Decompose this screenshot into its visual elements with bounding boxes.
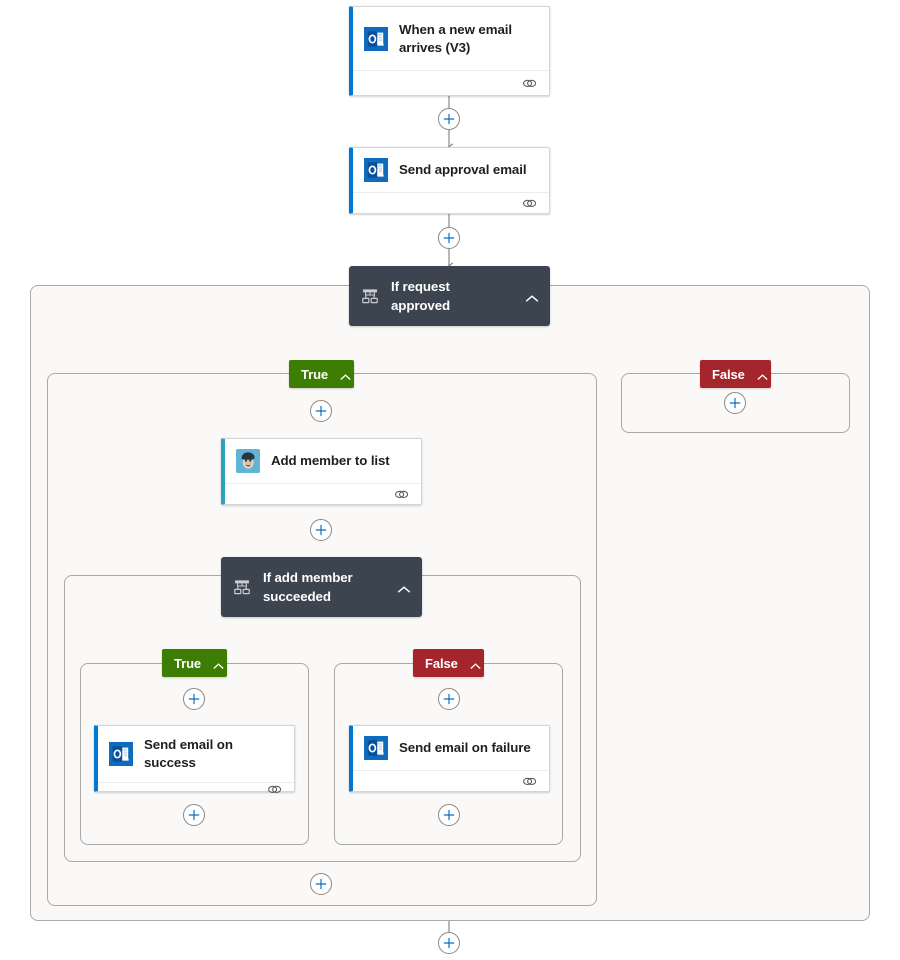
branch-badge-true-outer[interactable]: True <box>289 360 354 388</box>
link-icon[interactable] <box>522 197 537 210</box>
card-body: Add member to list <box>225 439 421 483</box>
add-step-button-branch-false-outer[interactable] <box>724 392 746 414</box>
outlook-icon <box>109 742 133 766</box>
outlook-icon <box>364 26 388 51</box>
outlook-icon <box>364 158 388 182</box>
card-send-email-on-success[interactable]: Send email on success <box>94 725 295 794</box>
card-add-member-to-list[interactable]: Add member to list <box>221 438 422 505</box>
add-step-button-branch-true-inner[interactable] <box>183 688 205 710</box>
add-step-button-after-add-member[interactable] <box>310 519 332 541</box>
chevron-up-icon[interactable] <box>756 369 769 380</box>
add-step-button-after-send-approval[interactable] <box>438 227 460 249</box>
branch-badge-false-inner[interactable]: False <box>413 649 484 677</box>
card-body: Send email on failure <box>353 726 549 770</box>
card-body: When a new email arrives (V3) <box>353 7 549 70</box>
card-send-email-on-failure[interactable]: Send email on failure <box>349 725 550 792</box>
card-title: Send email on success <box>144 737 233 770</box>
link-icon[interactable] <box>522 77 537 90</box>
card-title: Add member to list <box>271 453 390 468</box>
add-step-button-end-of-flow[interactable] <box>438 932 460 954</box>
outlook-icon <box>364 736 388 760</box>
branch-badge-false-outer[interactable]: False <box>700 360 771 388</box>
card-send-approval-email[interactable]: Send approval email <box>349 147 550 214</box>
add-step-button-end-branch-true-outer[interactable] <box>310 873 332 895</box>
condition-if-request-approved[interactable]: If request approved <box>349 266 550 326</box>
card-body: Send approval email <box>353 148 549 192</box>
condition-icon <box>361 287 379 305</box>
chevron-up-icon[interactable] <box>524 291 540 302</box>
add-step-button-after-send-success[interactable] <box>183 804 205 826</box>
card-title: Send email on failure <box>399 740 531 755</box>
branch-badge-true-inner[interactable]: True <box>162 649 227 677</box>
add-step-button-branch-true-outer[interactable] <box>310 400 332 422</box>
card-when-a-new-email-arrives[interactable]: When a new email arrives (V3) <box>349 6 550 96</box>
card-footer <box>353 770 549 791</box>
condition-title: If add member succeeded <box>263 570 353 604</box>
link-icon[interactable] <box>522 775 537 788</box>
card-footer <box>225 483 421 504</box>
link-icon[interactable] <box>394 488 409 501</box>
chevron-up-icon[interactable] <box>339 369 352 380</box>
branch-label: True <box>301 366 329 382</box>
mailchimp-icon <box>236 449 260 473</box>
add-step-button-branch-false-inner[interactable] <box>438 688 460 710</box>
branch-label: False <box>712 366 745 382</box>
card-title: Send approval email <box>399 162 527 177</box>
add-step-button-after-trigger[interactable] <box>438 108 460 130</box>
condition-icon <box>233 578 251 596</box>
chevron-up-icon[interactable] <box>469 658 482 669</box>
chevron-up-icon[interactable] <box>396 582 412 593</box>
card-footer <box>353 192 549 213</box>
condition-if-add-member-succeeded[interactable]: If add member succeeded <box>221 557 422 617</box>
add-step-button-after-send-failure[interactable] <box>438 804 460 826</box>
chevron-up-icon[interactable] <box>212 658 225 669</box>
branch-label: True <box>174 655 202 671</box>
card-title: When a new email arrives (V3) <box>399 21 512 55</box>
card-footer <box>98 782 294 796</box>
card-body: Send email on success <box>98 726 294 782</box>
branch-label: False <box>425 655 458 671</box>
condition-title: If request approved <box>391 279 451 313</box>
link-icon[interactable] <box>267 783 282 796</box>
card-footer <box>353 70 549 95</box>
